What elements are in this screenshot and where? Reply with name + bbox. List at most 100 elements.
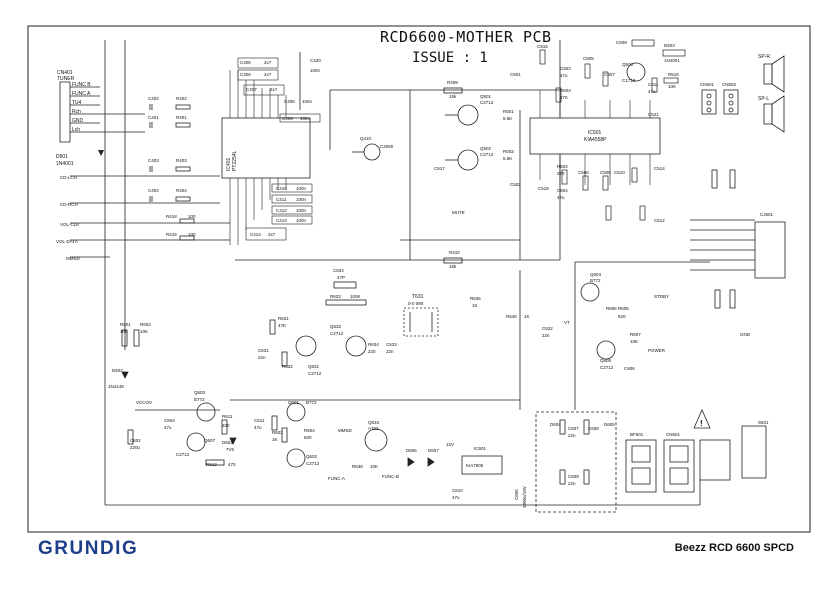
c401-ref: C401: [148, 115, 159, 120]
r638-ref: R638: [352, 464, 363, 469]
ic601-body: [461, 455, 503, 475]
bridge-rectifier: [535, 411, 617, 513]
d501-diode: [98, 150, 104, 156]
r607-val: 10K: [630, 339, 638, 344]
r603-val: 1K: [272, 437, 278, 442]
c409-val: 100n: [300, 116, 311, 121]
r601-ref: R601: [120, 322, 131, 327]
q503-ref: Q503: [622, 62, 634, 67]
r602-ref: R602: [140, 322, 151, 327]
power-label: POWER: [648, 348, 666, 353]
q604-part: B772: [590, 278, 601, 283]
cn401-pin-1: FUNC B: [72, 82, 91, 88]
c605-val: 3300u/16V: [522, 486, 527, 508]
cn401-pin-5: GND: [72, 118, 84, 124]
r516-val: 10K: [668, 84, 676, 89]
s601-ref: S601: [758, 420, 769, 425]
c504-ref: C504: [557, 188, 568, 193]
r607-ref: R607: [630, 332, 641, 337]
ic501-body: [529, 117, 661, 155]
r404-ref: R404: [176, 188, 187, 193]
r631-ref: R631: [278, 316, 289, 321]
c503-ref: C503: [560, 66, 571, 71]
d606-d607: [407, 457, 435, 467]
r601-val: 10K: [120, 329, 128, 334]
r410-val: 15k: [449, 264, 457, 269]
r612-ref: R612: [206, 462, 217, 467]
d503-part: 1N4001: [664, 58, 680, 63]
c604-ref: C604: [164, 418, 175, 423]
cj501-jack: [690, 169, 786, 309]
cn401-name: TUNER: [57, 76, 75, 82]
cn501-ref: CN501: [700, 82, 715, 87]
q632-ref: Q632: [330, 324, 342, 329]
q503-transistor: [626, 62, 646, 82]
c633-val: 22n: [386, 349, 394, 354]
r504-val: 270: [557, 171, 565, 176]
ic401-ref: IC401: [226, 157, 232, 171]
c506-ref: C506: [578, 170, 589, 175]
power-input: [625, 409, 767, 493]
sp-l-label: SP-L: [758, 96, 769, 102]
c611-val: 47u: [254, 425, 262, 430]
r502-val: 5.6K: [503, 156, 512, 161]
q503-part: C1713: [622, 78, 636, 83]
c505-ref: C505: [583, 56, 594, 61]
c521-ref: C521: [648, 112, 659, 117]
c407-ref: C407: [246, 87, 257, 92]
q631-part: C2712: [308, 371, 322, 376]
r603-ref: R603: [272, 430, 283, 435]
r632-ref: R632: [282, 364, 293, 369]
q632-part: C2712: [330, 331, 344, 336]
q502-ref: Q502: [480, 146, 492, 151]
r648-ref: R648: [506, 314, 517, 319]
sheet-frame: [27, 25, 811, 533]
c602-val: 220u: [130, 445, 141, 450]
r403-ref: R403: [176, 158, 187, 163]
q410-part: C2060: [380, 144, 394, 149]
c607-ref: C607: [568, 426, 579, 431]
ic401-cap-ladder: [237, 57, 321, 241]
c509-ref: C509: [616, 40, 627, 45]
ic401-part: PT2254L: [232, 150, 238, 171]
tuner-connector: [59, 81, 145, 143]
sp-r-label: SP-R: [758, 54, 770, 60]
cn401-pin-4: Rch: [72, 109, 81, 115]
r502-ref: R502: [503, 149, 514, 154]
d605-ref: D605: [604, 422, 615, 427]
c631-ref: C631: [258, 348, 269, 353]
bf601-ref: BF601: [630, 432, 644, 437]
regulator-section: [127, 402, 388, 468]
c511-ref: C511: [648, 82, 659, 87]
c406-ref: C406: [240, 72, 251, 77]
r601-r602: [121, 329, 140, 379]
d503-ref: D503: [664, 43, 675, 48]
c608-ref: C608: [588, 426, 599, 431]
q410-ref: Q410: [360, 136, 372, 141]
cn401-pin-3: TU4: [72, 100, 82, 106]
r604-ref: R604: [304, 428, 315, 433]
q605-ref: Q605: [600, 358, 612, 363]
cn601-ref: CN601: [666, 432, 681, 437]
c405-ref: C405: [240, 60, 251, 65]
signal-mmsd: MMSD: [66, 256, 80, 261]
c404-ref: C404: [148, 188, 159, 193]
q501-transistor: [445, 104, 479, 126]
q501-part: C2712: [480, 100, 494, 105]
r402-ref: R402: [176, 96, 187, 101]
c609-val: 22n: [568, 481, 576, 486]
q608-ref: Q603: [194, 390, 206, 395]
r611-val: 330: [222, 423, 230, 428]
d607-ref: D607: [428, 448, 439, 453]
c512-ref: C512: [654, 218, 665, 223]
c507-ref: C507: [604, 72, 615, 77]
c632-val: 22n: [542, 333, 550, 338]
q502-transistor: [445, 149, 479, 171]
r409-val: 15k: [449, 94, 457, 99]
signal-vol-data: VOL-DATA: [56, 239, 78, 244]
r602-val: 10K: [140, 329, 148, 334]
c605-ref: C605: [514, 489, 519, 500]
c406-val: 2x7: [264, 72, 272, 77]
r605-val: 820: [618, 314, 626, 319]
